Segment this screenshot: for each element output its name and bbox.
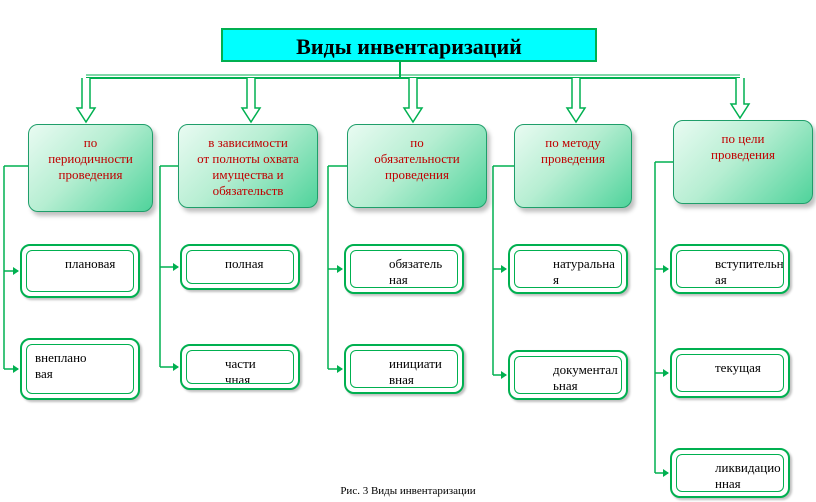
- diagram-title: Виды инвентаризаций: [221, 28, 597, 62]
- subtype-arrowhead: [337, 265, 343, 273]
- category-arrow: [565, 78, 587, 124]
- subtype-label-line: ьная: [553, 378, 578, 393]
- figure-caption: Рис. 3 Виды инвентаризации: [340, 485, 476, 497]
- subtype-label-line: ная: [389, 272, 408, 287]
- subtype-label-line: обязатель: [389, 256, 443, 271]
- category-label-line: в зависимости: [208, 135, 288, 150]
- subtype-box: плановая: [20, 244, 140, 298]
- subtype-arrowhead: [337, 365, 343, 373]
- category-label-line: проведения: [541, 151, 605, 166]
- subtype-inner-frame: плановая: [26, 250, 134, 292]
- category-label-line: по методу: [545, 135, 601, 150]
- category-label-line: по: [83, 135, 98, 150]
- category-arrow: [75, 78, 97, 124]
- subtype-label-line: внеплано: [35, 350, 87, 365]
- subtype-label-line: полная: [225, 256, 264, 271]
- subtype-arrowhead: [663, 369, 669, 377]
- subtype-label-line: плановая: [65, 256, 116, 271]
- subtype-label-line: текущая: [715, 360, 761, 375]
- category-label-line: проведения: [711, 147, 775, 162]
- subtype-inner-frame: полная: [186, 250, 294, 284]
- category-label-line: обязательности: [374, 151, 460, 166]
- subtype-arrowhead: [663, 265, 669, 273]
- subtype-inner-frame: текущая: [676, 354, 784, 392]
- category-label-line: имущества и: [212, 167, 284, 182]
- subtype-label-line: части: [225, 356, 256, 371]
- subtype-label-line: чная: [225, 372, 251, 384]
- subtype-label-line: документал: [553, 362, 618, 377]
- category-label-line: периодичности: [48, 151, 133, 166]
- subtype-box: полная: [180, 244, 300, 290]
- category-arrow: [729, 78, 751, 120]
- category-label-line: обязательств: [212, 183, 284, 198]
- subtype-label-line: инициати: [389, 356, 442, 371]
- subtype-label-line: нная: [715, 476, 741, 491]
- subtype-label-line: ликвидацио: [715, 460, 781, 475]
- subtype-arrowhead: [501, 371, 507, 379]
- subtype-label-line: я: [553, 272, 559, 287]
- diagram-title-text: Виды инвентаризаций: [296, 34, 522, 59]
- subtype-arrowhead: [13, 365, 19, 373]
- subtype-box: текущая: [670, 348, 790, 398]
- category-label-line: проведения: [385, 167, 449, 182]
- subtype-arrowhead: [13, 267, 19, 275]
- category-label-line: от полноты охвата: [197, 151, 299, 166]
- subtype-label-line: вная: [389, 372, 414, 387]
- subtype-arrowhead: [173, 263, 179, 271]
- subtype-label-line: ая: [715, 272, 727, 287]
- category-arrow: [240, 78, 262, 124]
- subtype-label-line: натуральна: [553, 256, 615, 271]
- category-label-line: проведения: [58, 167, 123, 182]
- subtype-label-line: вступительн: [715, 256, 784, 271]
- subtype-arrowhead: [663, 469, 669, 477]
- category-label-line: по: [410, 135, 424, 150]
- subtype-label-line: вая: [35, 366, 53, 381]
- subtype-arrowhead: [173, 363, 179, 371]
- subtype-arrowhead: [501, 265, 507, 273]
- category-label-line: по цели: [721, 131, 765, 146]
- category-arrow: [402, 78, 424, 124]
